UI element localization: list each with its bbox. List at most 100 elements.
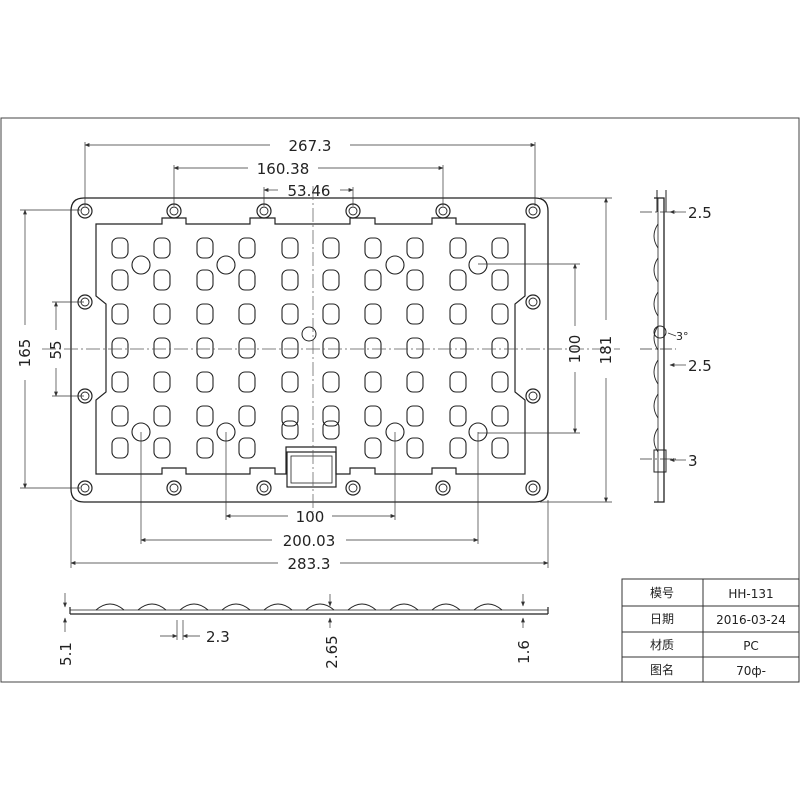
title-block <box>621 578 800 683</box>
lens-cell <box>111 337 129 359</box>
lens-cell <box>238 437 256 459</box>
large-lens <box>385 255 405 275</box>
lens-cell <box>281 420 299 440</box>
lens-cell <box>322 420 340 440</box>
large-lens-circles <box>131 255 488 442</box>
title-block-row: 图名 70ф- <box>650 662 766 678</box>
mounting-hole-inner <box>348 206 358 216</box>
dim-left-height: 165 <box>16 339 34 368</box>
mounting-hole-inner <box>80 206 90 216</box>
dim-left-inner: 55 <box>47 340 65 359</box>
front-view <box>63 593 549 640</box>
mounting-hole-inner <box>169 206 179 216</box>
title-label-material: 材质 <box>650 638 674 652</box>
dim-bottom-overall: 283.3 <box>288 555 331 573</box>
dim-side-mid: 2.5 <box>688 357 712 375</box>
dim-front-gap: 2.3 <box>206 628 230 646</box>
title-value-material: PC <box>743 639 759 653</box>
title-label-date: 日期 <box>650 612 674 626</box>
lens-cell <box>153 269 171 291</box>
front-lens-profile <box>137 603 167 611</box>
mounting-hole-inner <box>348 483 358 493</box>
mounting-hole-inner <box>259 483 269 493</box>
lens-cell <box>364 371 382 393</box>
lens-cell <box>111 437 129 459</box>
dim-side-top: 2.5 <box>688 204 712 222</box>
dim-side-bottom: 3 <box>688 452 698 470</box>
lens-cell <box>238 405 256 427</box>
lens-cell <box>153 437 171 459</box>
mounting-hole-inner <box>80 483 90 493</box>
lens-cell <box>491 237 509 259</box>
lens-grid <box>111 237 509 459</box>
lens-cell <box>449 337 467 359</box>
title-block-row: 模号 HH-131 <box>650 586 774 601</box>
lens-cell <box>153 371 171 393</box>
mounting-hole-inner <box>438 206 448 216</box>
dim-front-center: 2.65 <box>323 635 341 668</box>
dim-front-edge: 1.6 <box>515 640 533 664</box>
lens-cell <box>111 237 129 259</box>
lens-cell <box>449 237 467 259</box>
mounting-hole <box>525 480 541 496</box>
lens-cell <box>364 437 382 459</box>
mounting-hole <box>77 480 93 496</box>
dim-bottom-inner: 100 <box>296 508 325 526</box>
lens-cell <box>238 303 256 325</box>
dimension-lines <box>20 142 612 568</box>
mounting-hole <box>435 203 451 219</box>
lens-cell <box>491 269 509 291</box>
lens-cell <box>153 237 171 259</box>
mounting-hole <box>166 480 182 496</box>
mounting-hole-inner <box>528 297 538 307</box>
lens-cell <box>364 405 382 427</box>
lens-cell <box>491 437 509 459</box>
lens-cell <box>449 269 467 291</box>
mounting-hole-inner <box>528 206 538 216</box>
front-lens-profile <box>263 603 293 611</box>
lens-cell <box>281 269 299 291</box>
lens-cell <box>406 437 424 459</box>
lens-cell <box>364 337 382 359</box>
lens-cell <box>281 371 299 393</box>
dim-right-height: 181 <box>597 336 615 365</box>
side-lens-circle <box>653 325 667 339</box>
front-lens-profile <box>221 603 251 611</box>
front-lens-profile <box>95 603 125 611</box>
lens-cell <box>322 303 340 325</box>
lens-cell <box>406 269 424 291</box>
lens-cell <box>238 269 256 291</box>
lens-cell <box>491 337 509 359</box>
lens-cell <box>406 405 424 427</box>
lens-cell <box>196 437 214 459</box>
lens-cell <box>281 405 299 427</box>
lens-cell <box>196 237 214 259</box>
dim-side-angle: 3° <box>676 330 689 343</box>
front-lens-profile <box>431 603 461 611</box>
lens-cell <box>322 269 340 291</box>
lens-cell <box>449 371 467 393</box>
lens-cell <box>491 405 509 427</box>
lens-cell <box>111 269 129 291</box>
dim-front-height: 5.1 <box>57 642 75 666</box>
lens-cell <box>196 303 214 325</box>
lens-cell <box>238 237 256 259</box>
large-lens <box>468 255 488 275</box>
side-view <box>640 190 686 503</box>
dim-top-hole-span: 160.38 <box>257 160 310 178</box>
lens-cell <box>406 337 424 359</box>
side-lens-profile <box>653 325 659 351</box>
large-lens <box>131 255 151 275</box>
lens-cell <box>491 303 509 325</box>
dim-right-inner: 100 <box>566 335 584 364</box>
lens-cell <box>281 237 299 259</box>
mounting-hole-inner <box>438 483 448 493</box>
lens-cell <box>238 371 256 393</box>
lens-cell <box>111 303 129 325</box>
lens-cell <box>196 269 214 291</box>
title-value-mold-no: HH-131 <box>728 587 773 601</box>
lens-cell <box>406 371 424 393</box>
side-lens-profile <box>653 359 659 385</box>
lens-cell <box>364 237 382 259</box>
